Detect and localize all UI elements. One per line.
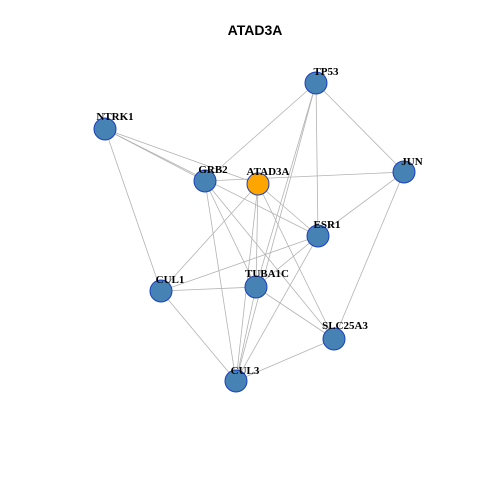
- node-label-cul1: CUL1: [156, 274, 185, 286]
- edges-layer: [104, 82, 405, 382]
- edge-tp53-jun: [315, 82, 405, 173]
- edge-jun-esr1: [317, 171, 405, 237]
- edge-tp53-tuba1c: [255, 82, 317, 288]
- node-label-esr1: ESR1: [314, 219, 341, 231]
- node-label-slc25a3: SLC25A3: [322, 320, 368, 332]
- node-tuba1c[interactable]: [244, 275, 268, 299]
- node-atad3a[interactable]: [246, 172, 270, 196]
- edge-atad3a-slc25a3: [257, 183, 335, 340]
- edge-grb2-slc25a3: [204, 180, 335, 340]
- node-slc25a3[interactable]: [322, 327, 346, 351]
- node-label-tuba1c: TUBA1C: [245, 268, 289, 280]
- edge-grb2-jun: [204, 171, 405, 182]
- node-cul3[interactable]: [224, 369, 248, 393]
- edge-grb2-cul3: [204, 180, 237, 382]
- node-tp53[interactable]: [304, 71, 328, 95]
- edge-esr1-cul1: [160, 235, 319, 292]
- node-grb2[interactable]: [193, 169, 217, 193]
- edge-atad3a-tuba1c: [255, 183, 259, 288]
- edge-cul1-cul3: [160, 290, 237, 382]
- edge-slc25a3-cul3: [235, 338, 335, 382]
- node-cul1[interactable]: [149, 279, 173, 303]
- edge-esr1-tuba1c: [255, 235, 319, 288]
- node-label-atad3a: ATAD3A: [247, 166, 290, 178]
- node-label-cul3: CUL3: [231, 365, 260, 377]
- edge-tuba1c-cul3: [235, 286, 257, 382]
- edge-jun-slc25a3: [333, 171, 405, 340]
- node-esr1[interactable]: [306, 224, 330, 248]
- edge-tp53-esr1: [315, 82, 319, 237]
- edge-tp53-cul3: [235, 82, 317, 382]
- edge-tuba1c-slc25a3: [255, 286, 335, 340]
- edge-cul1-tuba1c: [160, 286, 257, 292]
- nodes-layer: [93, 71, 416, 393]
- edge-grb2-tuba1c: [204, 180, 257, 288]
- diagram-title: ATAD3A: [228, 22, 283, 38]
- node-label-tp53: TP53: [313, 66, 339, 78]
- edge-atad3a-esr1: [257, 183, 319, 237]
- node-label-grb2: GRB2: [198, 164, 228, 176]
- node-label-ntrk1: NTRK1: [96, 111, 133, 123]
- edge-ntrk1-cul1: [104, 128, 162, 292]
- edge-esr1-cul3: [235, 235, 319, 382]
- node-jun[interactable]: [392, 160, 416, 184]
- node-label-jun: JUN: [401, 156, 422, 168]
- node-ntrk1[interactable]: [93, 117, 117, 141]
- edge-tp53-grb2: [204, 82, 317, 182]
- edge-atad3a-cul1: [160, 183, 259, 292]
- edge-ntrk1-atad3a: [104, 128, 259, 185]
